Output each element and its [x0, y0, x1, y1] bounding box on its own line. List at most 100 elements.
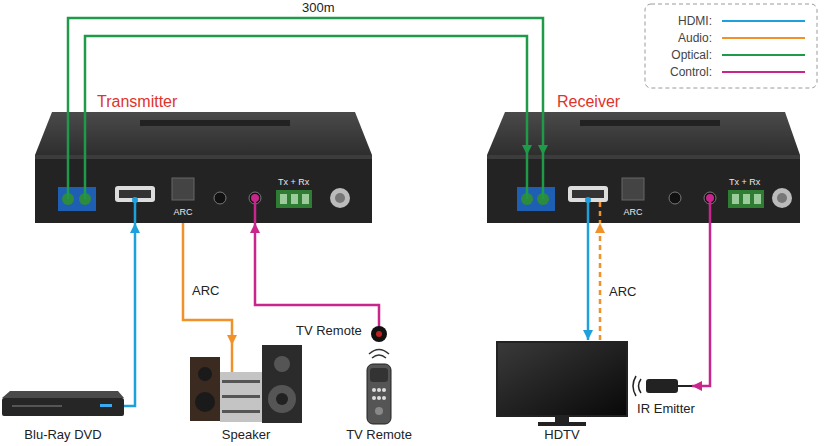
speaker-system-part	[198, 367, 212, 381]
remote-control-part	[367, 364, 391, 424]
ir-emitter-part	[639, 379, 642, 393]
transmitter-box: Transmitter	[35, 155, 372, 223]
transmitter-device-part	[280, 194, 287, 204]
remote-control	[367, 350, 391, 425]
device-label: Speaker	[222, 428, 270, 442]
hdmi-cable-line	[587, 223, 590, 340]
optical-fiber-line	[68, 18, 543, 155]
hdtv-part	[555, 416, 569, 422]
port-wire-part	[134, 200, 137, 223]
optical-fiber-line	[85, 36, 527, 155]
speaker-box: Speaker	[188, 345, 304, 423]
remote-control-part	[372, 396, 376, 400]
legend-sample	[722, 54, 805, 56]
port-wire-part	[599, 202, 602, 223]
transmitter-device-part	[115, 186, 155, 202]
hdtv-box: HDTV	[497, 340, 627, 426]
ir-emitter-part	[633, 376, 636, 396]
receiver-device-part	[728, 190, 764, 208]
receiver-device-part	[754, 194, 761, 204]
arrow-head	[583, 330, 593, 340]
ir-emitter-part	[646, 379, 678, 393]
hdtv-part	[497, 342, 627, 416]
transmitter-device-part	[140, 120, 290, 126]
arc-return-line	[599, 223, 602, 340]
remote-control-part	[382, 396, 386, 400]
speaker-system-part	[190, 357, 220, 421]
remote-control-part	[372, 388, 376, 392]
legend-sample	[722, 37, 805, 39]
port-label: Tx + Rx	[729, 177, 760, 187]
receiver-device-part	[568, 186, 608, 202]
control-cable	[692, 223, 710, 391]
speaker-system-part	[222, 380, 260, 383]
hdmi-cable-line	[124, 223, 135, 406]
ir-emitter	[633, 376, 692, 396]
legend-text: Audio:	[650, 31, 712, 45]
port-wire-part	[84, 155, 87, 199]
port-dot-part	[132, 197, 138, 203]
remote-control-part	[382, 388, 386, 392]
port-dot-part	[706, 194, 714, 202]
edge-label: ARC	[607, 285, 638, 299]
receiver-device-part	[622, 178, 644, 200]
device-title: Receiver	[557, 93, 620, 111]
port-wire-part	[67, 155, 70, 199]
bluray-player	[2, 391, 124, 416]
device-label: Blu-Ray DVD	[24, 428, 101, 442]
legend-text: HDMI:	[650, 14, 712, 28]
port-wire-part	[231, 345, 234, 372]
receiver-device	[487, 112, 800, 223]
speaker-system-part	[276, 393, 288, 405]
transmitter-device-part	[119, 190, 151, 198]
port-dot-part	[585, 197, 591, 203]
arrow-head	[227, 335, 237, 345]
bluray-box: Blu-Ray DVD	[2, 396, 124, 418]
optical-fiber	[68, 18, 548, 155]
bluray-player-part	[12, 405, 62, 407]
remote-control-part	[375, 407, 383, 415]
hdtv	[497, 342, 627, 426]
bluray-player-part	[2, 398, 124, 416]
transmitter-device-part	[330, 188, 350, 208]
receiver-device-part	[487, 112, 800, 155]
edge-label: 300m	[300, 1, 337, 15]
ir-receiver-box: TV Remote	[296, 320, 390, 344]
hdmi-cable	[124, 223, 140, 406]
remote-box: TV Remote	[364, 360, 394, 426]
receiver-device-part	[487, 155, 800, 159]
remote-control-part	[370, 368, 388, 382]
port-wire	[68, 155, 710, 372]
receiver-device-part	[487, 155, 800, 223]
optical-fiber	[85, 36, 532, 155]
transmitter-device-part	[172, 178, 194, 200]
ir-receiver-part	[371, 326, 387, 342]
remote-control-part	[377, 388, 381, 392]
arrow-head	[250, 223, 260, 233]
legend-sample	[722, 20, 805, 22]
receiver-device-part	[772, 188, 792, 208]
hdtv-part	[538, 422, 586, 426]
speaker-system-part	[274, 356, 290, 372]
speaker-system-part	[220, 372, 262, 422]
transmitter-device-part	[214, 192, 226, 204]
port-label: Tx + Rx	[278, 177, 309, 187]
remote-control-part	[377, 396, 381, 400]
receiver-device-part	[580, 120, 720, 126]
port-label: ARC	[173, 207, 192, 217]
ir-emitter-box: IR Emitter	[640, 376, 692, 396]
control-cable-line	[255, 223, 379, 320]
device-label: TV Remote	[346, 428, 412, 442]
transmitter-device-part	[302, 194, 309, 204]
device-label: TV Remote	[296, 324, 362, 338]
arrow-head	[595, 223, 605, 233]
arrow-head	[538, 145, 548, 155]
port-label: ARC	[623, 207, 642, 217]
speaker-system-part	[195, 392, 215, 412]
speaker-system-part	[222, 410, 260, 413]
legend-frame	[645, 4, 817, 88]
control-cable-line	[692, 223, 710, 386]
port-dot-part	[251, 194, 259, 202]
legend-text: Control:	[650, 65, 712, 79]
